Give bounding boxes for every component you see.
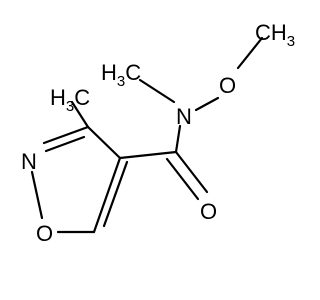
- bond-nitrogen-n-methyl: [138, 78, 176, 104]
- amide-nitrogen-label: N: [176, 104, 192, 129]
- bond-ring-c5-c4-double-2: [102, 160, 129, 228]
- n-methyl-label: H3C: [101, 60, 141, 90]
- bond-ring-c4-c3: [86, 125, 122, 160]
- bond-ring-c3-n-double-1: [42, 125, 90, 145]
- molecule-structure-canvas: CH3 O N H3C H3C N O O: [21, 20, 296, 246]
- bond-carbonyl-double-2: [165, 157, 200, 201]
- bond-ring-c3-methyl: [70, 100, 90, 129]
- bond-ring-n-o: [30, 170, 44, 220]
- ring-nitrogen-label: N: [21, 149, 37, 174]
- carbonyl-oxygen-label: O: [200, 199, 217, 224]
- bonds: [30, 36, 264, 234]
- bond-carbonyl-double-1: [174, 150, 209, 194]
- bond-oxygen-nitrogen: [194, 96, 220, 112]
- chemical-structure-diagram: CH3 O N H3C H3C N O O: [21, 20, 295, 246]
- bond-nitrogen-carbonyl-carbon: [174, 124, 182, 154]
- bond-carbonyl-ring-c4: [118, 150, 178, 160]
- ring-methyl-label: H3C: [50, 85, 90, 115]
- bond-ring-c3-n-double-2: [44, 135, 86, 153]
- ring-oxygen-label: O: [36, 221, 53, 246]
- bond-ring-c5-c4-double-1: [92, 156, 122, 234]
- methoxy-ch3-label: CH3: [255, 20, 295, 50]
- bond-methoxy-carbon-oxygen: [236, 36, 264, 70]
- atom-labels: CH3 O N H3C H3C N O O: [21, 20, 295, 246]
- methoxy-oxygen-label: O: [219, 73, 236, 98]
